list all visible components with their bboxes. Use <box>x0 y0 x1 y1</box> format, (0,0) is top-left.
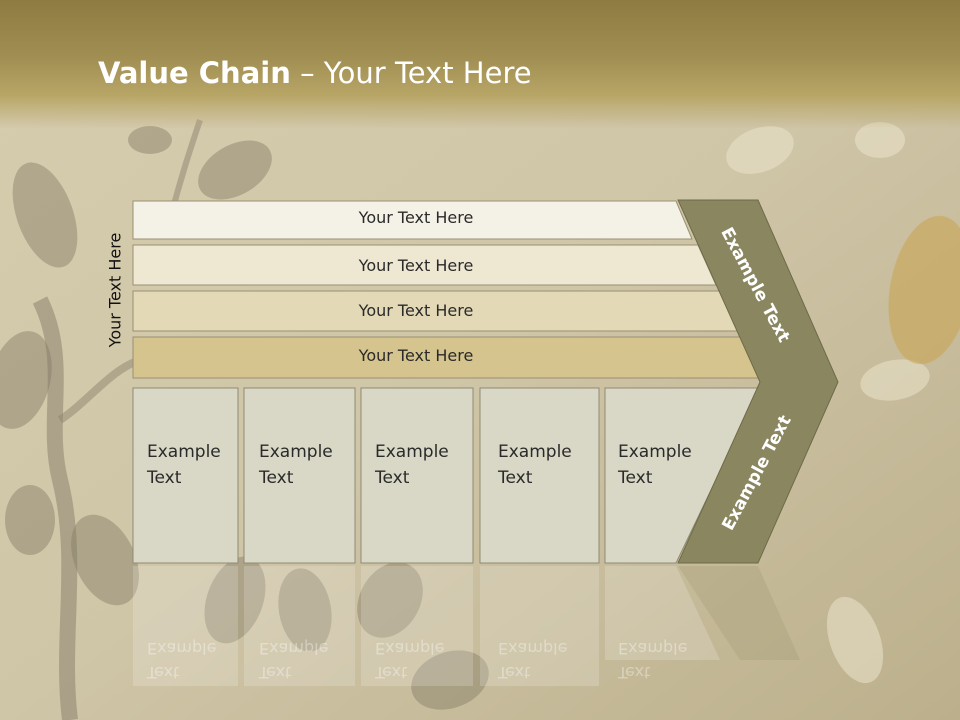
activity-box-3 <box>360 387 474 564</box>
activity-box-1 <box>132 387 239 564</box>
support-bar-label-1: Your Text Here <box>358 208 474 227</box>
margin-chevron <box>677 199 839 564</box>
activity-box-5 <box>604 387 761 564</box>
vine-stem <box>32 296 78 720</box>
support-bar-label-2: Your Text Here <box>358 256 474 275</box>
activity-box-4 <box>479 387 600 564</box>
title-rest-part: – Your Text Here <box>290 56 532 90</box>
diagram-reflection <box>133 566 800 686</box>
support-bar-1 <box>132 200 693 240</box>
slide-title: Value Chain – Your Text Here <box>98 56 532 90</box>
activity-box-2 <box>243 387 356 564</box>
title-band <box>0 0 960 128</box>
support-bar-label-3: Your Text Here <box>358 301 474 320</box>
leaf-decorations <box>0 126 489 710</box>
title-bold-part: Value Chain <box>98 56 291 90</box>
support-bar-label-4: Your Text Here <box>358 346 474 365</box>
